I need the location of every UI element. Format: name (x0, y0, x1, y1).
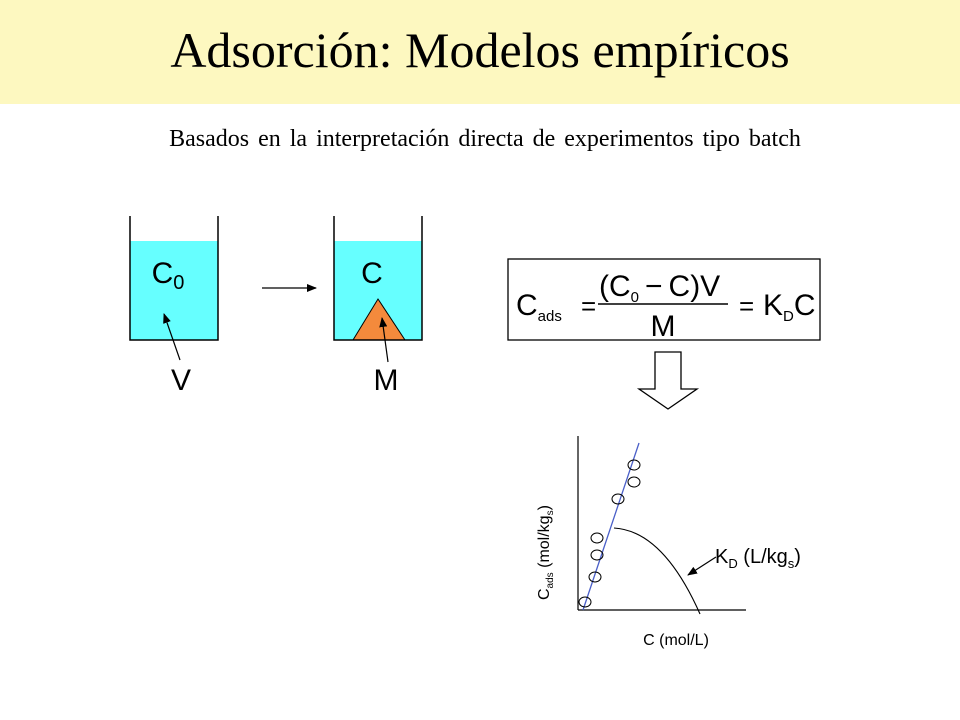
x-axis-label: C (mol/L) (643, 632, 709, 649)
eq-equals-1: = (581, 291, 596, 321)
equation-box: Cads = (C0−C)V M = KDC (507, 258, 821, 343)
slide-title: Adsorción: Modelos empíricos (170, 22, 790, 78)
slide-subtitle: Basados en la interpretación directa de … (169, 126, 801, 152)
beaker-initial-label: C0 (152, 257, 185, 294)
eq-equals-2: = (739, 291, 754, 321)
eq-denominator: M (651, 310, 676, 343)
kd-arrow (687, 556, 717, 576)
data-points (578, 459, 641, 608)
title-band (0, 0, 960, 104)
volume-arrow (163, 313, 181, 361)
down-arrow-icon (636, 351, 700, 410)
c0-main: C (152, 257, 174, 290)
beaker-final: C M (333, 216, 423, 397)
data-point (588, 571, 602, 583)
volume-label: V (171, 364, 191, 397)
linear-fit-line (582, 442, 640, 611)
isotherm-curve (613, 527, 701, 615)
data-point (627, 459, 641, 471)
data-point (578, 596, 592, 608)
eq-lhs: Cads (516, 289, 562, 325)
y-axis-label: Cads (mol/kgs) (536, 505, 556, 600)
kd-label: KD (L/kgs) (715, 546, 801, 571)
data-point (627, 476, 641, 488)
data-point (590, 549, 604, 561)
beaker-final-label: C (361, 257, 383, 290)
data-point (611, 493, 625, 505)
c0-sub: 0 (173, 272, 184, 294)
eq-numerator: (C0−C)V (599, 270, 720, 306)
data-point (590, 532, 604, 544)
eq-rhs: KDC (763, 289, 816, 325)
beaker-initial: C0 V (129, 216, 219, 397)
mass-arrow (379, 317, 389, 363)
isotherm-plot: Cads (mol/kgs) C (mol/L) KD (L/kgs) (536, 436, 801, 649)
mass-label: M (374, 364, 399, 397)
beaker-initial-water (130, 241, 218, 340)
